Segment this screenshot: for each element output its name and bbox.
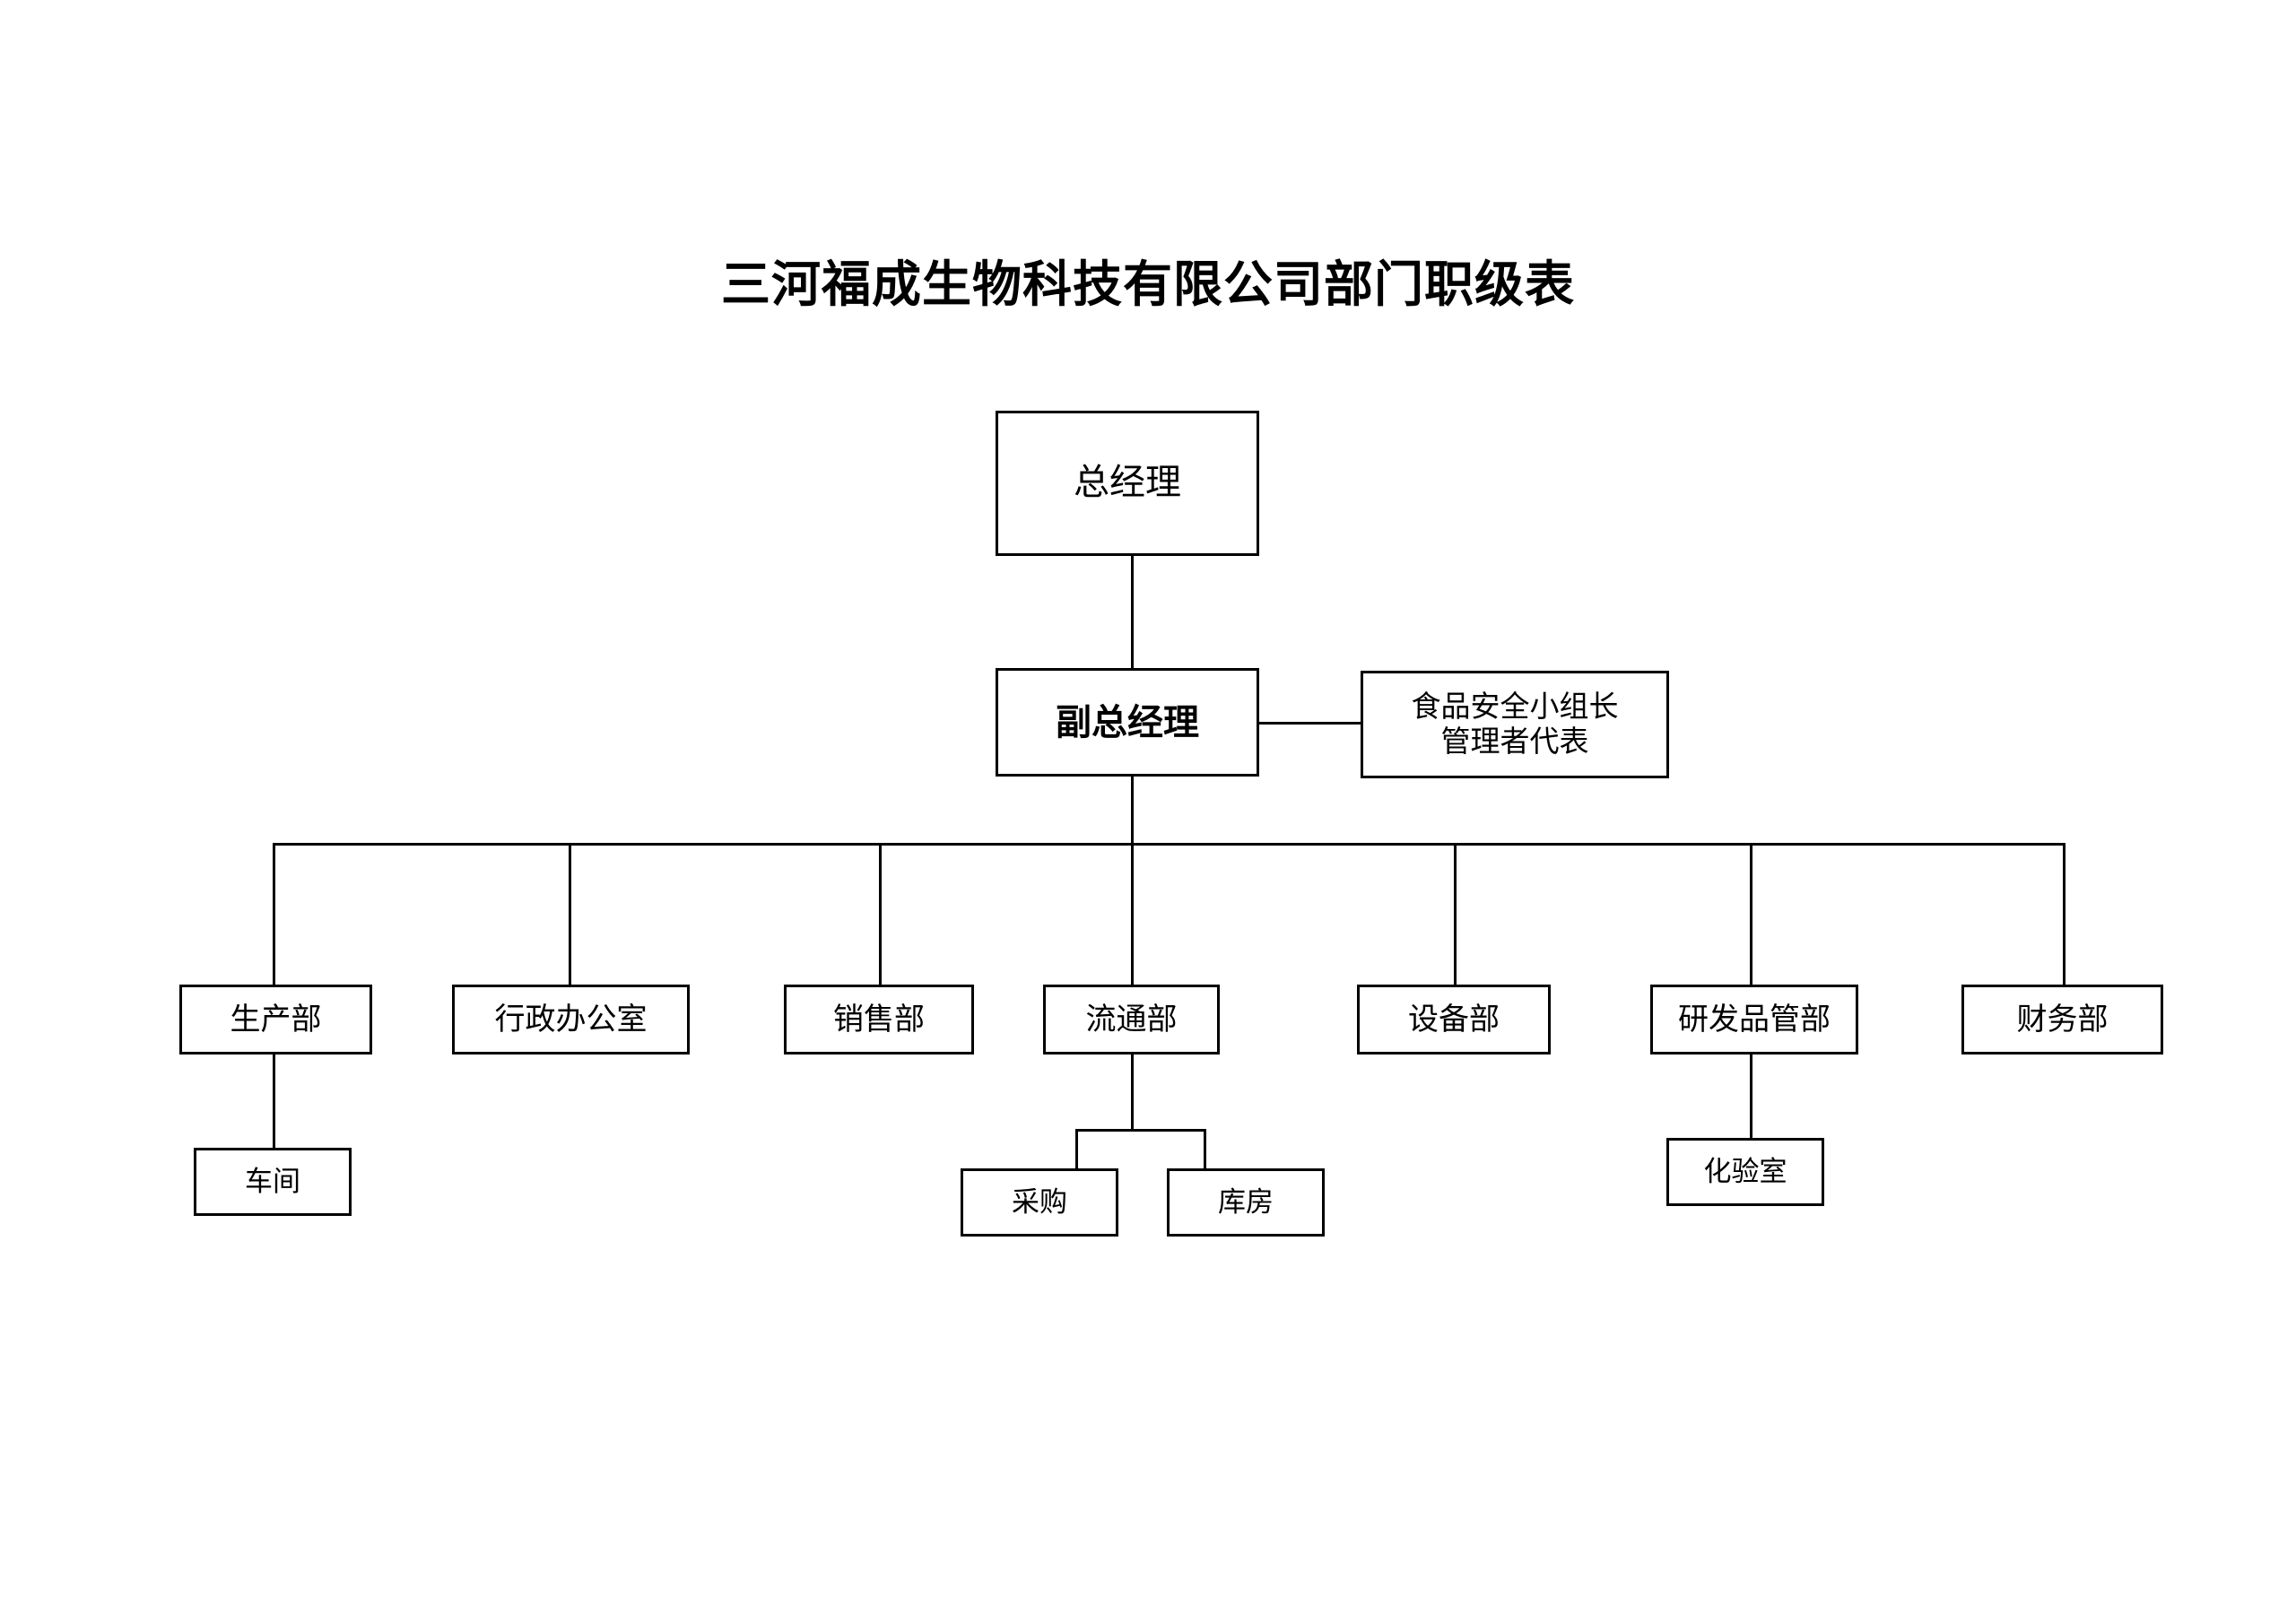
connector-trunk-to-finance [2063, 843, 2066, 986]
connector-production-to-workshop [273, 1055, 275, 1148]
node-purchasing-label: 采购 [1012, 1185, 1067, 1219]
connector-dgm-to-trunk [1131, 775, 1134, 986]
node-admin-office[interactable]: 行政办公室 [452, 985, 690, 1055]
connector-trunk-to-admin-office [569, 843, 571, 986]
connector-distribution-to-warehouse [1204, 1129, 1206, 1169]
node-general-manager-label: 总经理 [1074, 462, 1181, 504]
node-deputy-general-manager-label: 副总经理 [1056, 700, 1199, 743]
connector-distribution-stem [1131, 1055, 1134, 1132]
node-workshop[interactable]: 车间 [194, 1148, 352, 1216]
node-purchasing[interactable]: 采购 [961, 1168, 1118, 1237]
connector-distribution-branch-bar [1075, 1129, 1206, 1132]
node-laboratory-label: 化验室 [1703, 1155, 1787, 1188]
node-equipment[interactable]: 设备部 [1357, 985, 1551, 1055]
node-sales-label: 销售部 [833, 1001, 925, 1037]
connector-rd-quality-to-laboratory [1750, 1055, 1752, 1139]
connector-department-trunk [273, 843, 2066, 846]
connector-gm-to-dgm [1131, 555, 1134, 670]
node-sales[interactable]: 销售部 [784, 985, 974, 1055]
node-food-safety-lead-label-line1: 食品安全小组长 [1411, 689, 1619, 725]
node-laboratory[interactable]: 化验室 [1666, 1138, 1824, 1206]
node-distribution-label: 流通部 [1085, 1001, 1178, 1037]
node-finance[interactable]: 财务部 [1961, 985, 2163, 1055]
node-finance-label: 财务部 [2016, 1001, 2109, 1037]
node-warehouse[interactable]: 库房 [1167, 1168, 1325, 1237]
connector-dgm-to-food-safety [1259, 722, 1361, 725]
node-general-manager[interactable]: 总经理 [996, 411, 1259, 556]
node-production[interactable]: 生产部 [179, 985, 372, 1055]
node-deputy-general-manager[interactable]: 副总经理 [996, 668, 1259, 777]
node-food-safety-lead[interactable]: 食品安全小组长 管理者代表 [1361, 671, 1669, 778]
page-title: 三河福成生物科技有限公司部门职级表 [720, 256, 1575, 313]
connector-trunk-to-rd-quality [1750, 843, 1752, 986]
connector-trunk-to-equipment [1454, 843, 1457, 986]
node-rd-quality[interactable]: 研发品管部 [1650, 985, 1858, 1055]
node-equipment-label: 设备部 [1408, 1001, 1500, 1037]
node-distribution[interactable]: 流通部 [1043, 985, 1220, 1055]
node-rd-quality-label: 研发品管部 [1678, 1001, 1831, 1037]
node-admin-office-label: 行政办公室 [494, 1001, 648, 1037]
node-warehouse-label: 库房 [1218, 1185, 1274, 1219]
node-workshop-label: 车间 [245, 1165, 300, 1198]
node-production-label: 生产部 [230, 1001, 322, 1037]
node-food-safety-lead-label-line2: 管理者代表 [1440, 724, 1589, 759]
connector-distribution-to-purchasing [1075, 1129, 1078, 1169]
connector-trunk-to-sales [879, 843, 882, 986]
connector-trunk-to-production [273, 843, 275, 986]
